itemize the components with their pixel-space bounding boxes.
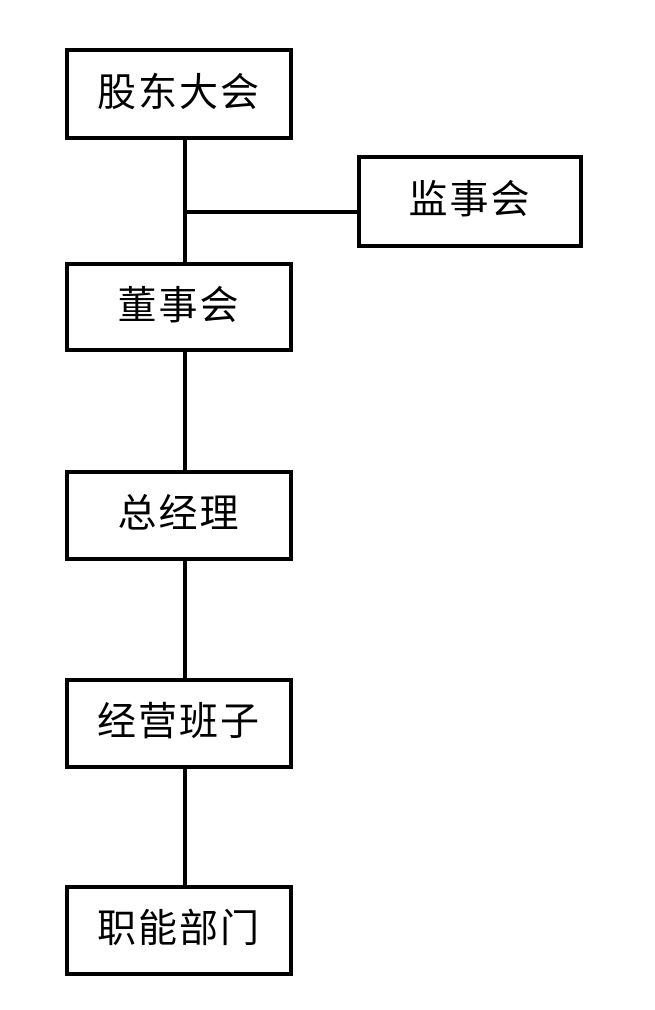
node-label-management-team: 经营班子 [96,700,261,745]
connector-management-team-to-functional-departments [183,769,187,885]
node-label-board-of-supervisors: 监事会 [408,178,532,223]
node-label-shareholders-meeting: 股东大会 [96,70,261,116]
node-management-team[interactable]: 经营班子 [65,678,293,769]
node-functional-departments[interactable]: 职能部门 [65,885,293,976]
node-shareholders-meeting[interactable]: 股东大会 [65,48,293,140]
node-label-board-of-directors: 董事会 [117,283,241,329]
connector-general-manager-to-management-team [183,561,187,678]
connector-directors-to-general-manager [183,352,187,470]
node-label-functional-departments: 职能部门 [96,907,261,952]
node-general-manager[interactable]: 总经理 [65,470,293,561]
node-board-of-supervisors[interactable]: 监事会 [357,155,583,248]
node-board-of-directors[interactable]: 董事会 [65,262,293,352]
connector-trunk-to-supervisors [183,210,359,214]
node-label-general-manager: 总经理 [117,492,241,537]
connector-shareholders-to-directors [183,140,187,262]
